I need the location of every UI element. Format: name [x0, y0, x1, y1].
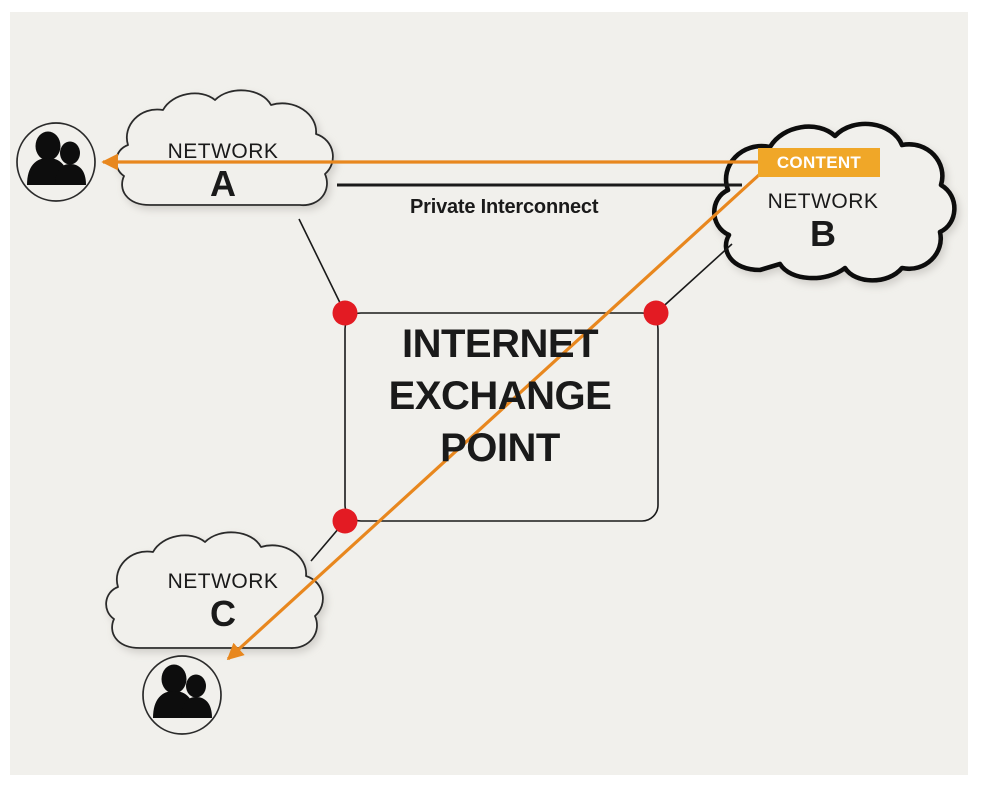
network-a-letter: A	[210, 163, 236, 204]
users-icon	[27, 131, 86, 185]
network-b-title: NETWORK	[767, 190, 879, 213]
network-c-cloud	[105, 531, 324, 649]
users-icon	[153, 664, 212, 718]
content-badge-label: CONTENT	[776, 153, 862, 172]
ixp-box	[344, 312, 659, 522]
ixp-line-3: POINT	[440, 426, 560, 470]
peering-dot-bottom-left[interactable]	[332, 508, 358, 534]
network-b-letter: B	[810, 213, 836, 254]
content-badge: CONTENT	[758, 148, 880, 177]
link-network-b-to-ixp	[655, 243, 733, 314]
network-a-title: NETWORK	[167, 140, 279, 163]
ixp-line-2: EXCHANGE	[388, 374, 612, 418]
users-top-endpoint	[16, 122, 96, 202]
ixp-line-1: INTERNET	[402, 322, 599, 366]
users-bottom-endpoint	[142, 655, 222, 735]
ixp-label: INTERNET EXCHANGE POINT	[330, 318, 670, 474]
network-c-title: NETWORK	[167, 570, 279, 593]
peering-dot-top-left[interactable]	[332, 300, 358, 326]
link-network-a-to-ixp	[298, 218, 346, 314]
content-flow-to-network-c	[226, 172, 762, 661]
network-c-letter: C	[210, 593, 236, 634]
private-interconnect-label: Private Interconnect	[410, 196, 599, 218]
peering-dot-top-right[interactable]	[643, 300, 669, 326]
